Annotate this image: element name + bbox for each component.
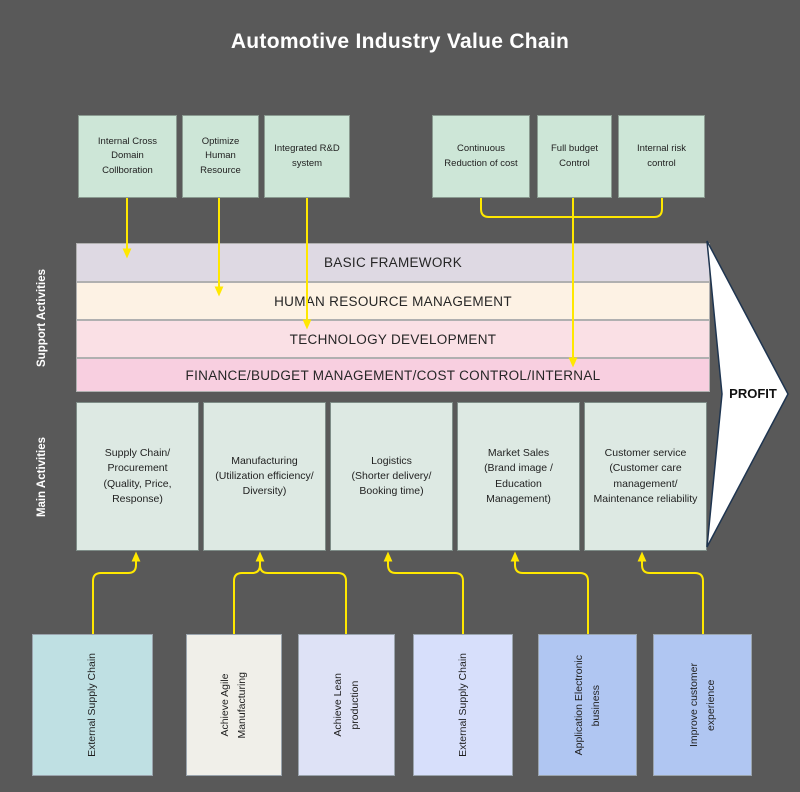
profit-label: PROFIT: [729, 386, 777, 401]
main-activities-text: Main Activities: [36, 436, 49, 517]
bottom-box-text: Improve customer experience: [687, 662, 717, 748]
connector-experience-to-customer-service: [637, 551, 704, 634]
top-box-optimize-human-resource: Optimize Human Resource: [182, 115, 259, 198]
top-box-integrated-rd-system: Integrated R&D system: [264, 115, 350, 198]
bottom-box-text: External Supply Chain: [456, 653, 469, 757]
connector-supply1-to-procurement: [92, 551, 141, 634]
main-box-market-sales: Market Sales (Brand image / Education Ma…: [457, 402, 580, 551]
bottom-box-achieve-agile-manufacturing: Achieve Agile Manufacturing: [186, 634, 282, 776]
bottom-box-external-supply-chain-2: External Supply Chain: [413, 634, 513, 776]
main-box-supply-chain-procurement: Supply Chain/ Procurement (Quality, Pric…: [76, 402, 199, 551]
top-box-internal-risk-control: Internal risk control: [618, 115, 705, 198]
band-technology-development: TECHNOLOGY DEVELOPMENT: [76, 320, 710, 358]
bottom-box-external-supply-chain-1: External Supply Chain: [32, 634, 153, 776]
bottom-box-text: Achieve Lean production: [331, 673, 361, 737]
connector-lean-to-manufacturing: [259, 564, 347, 634]
bottom-box-improve-customer-experience: Improve customer experience: [653, 634, 752, 776]
support-activities-label: Support Activities: [20, 243, 64, 393]
support-activities-text: Support Activities: [36, 269, 49, 367]
connector-cost-group-link: [480, 198, 663, 218]
bottom-box-text: Application Electronic business: [572, 654, 602, 756]
top-box-continuous-cost-reduction: Continuous Reduction of cost: [432, 115, 530, 198]
band-basic-framework: BASIC FRAMEWORK: [76, 243, 710, 282]
band-human-resource-management: HUMAN RESOURCE MANAGEMENT: [76, 282, 710, 320]
main-box-logistics: Logistics (Shorter delivery/ Booking tim…: [330, 402, 453, 551]
top-box-internal-cross-domain: Internal Cross Domain Collboration: [78, 115, 177, 198]
bottom-box-application-electronic-business: Application Electronic business: [538, 634, 637, 776]
main-box-customer-service: Customer service (Customer care manageme…: [584, 402, 707, 551]
band-finance-budget-management: FINANCE/BUDGET MANAGEMENT/COST CONTROL/I…: [76, 358, 710, 392]
top-box-full-budget-control: Full budget Control: [537, 115, 612, 198]
bottom-box-text: External Supply Chain: [86, 653, 99, 757]
connector-agile-to-manufacturing: [233, 551, 265, 634]
main-box-manufacturing: Manufacturing (Utilization efficiency/ D…: [203, 402, 326, 551]
bottom-box-achieve-lean-production: Achieve Lean production: [298, 634, 395, 776]
connector-ebusiness-to-market-sales: [510, 551, 589, 634]
connector-supply2-to-logistics: [383, 551, 464, 634]
bottom-box-text: Achieve Agile Manufacturing: [219, 671, 248, 739]
main-activities-label: Main Activities: [20, 402, 64, 551]
diagram-title: Automotive Industry Value Chain: [230, 30, 570, 53]
